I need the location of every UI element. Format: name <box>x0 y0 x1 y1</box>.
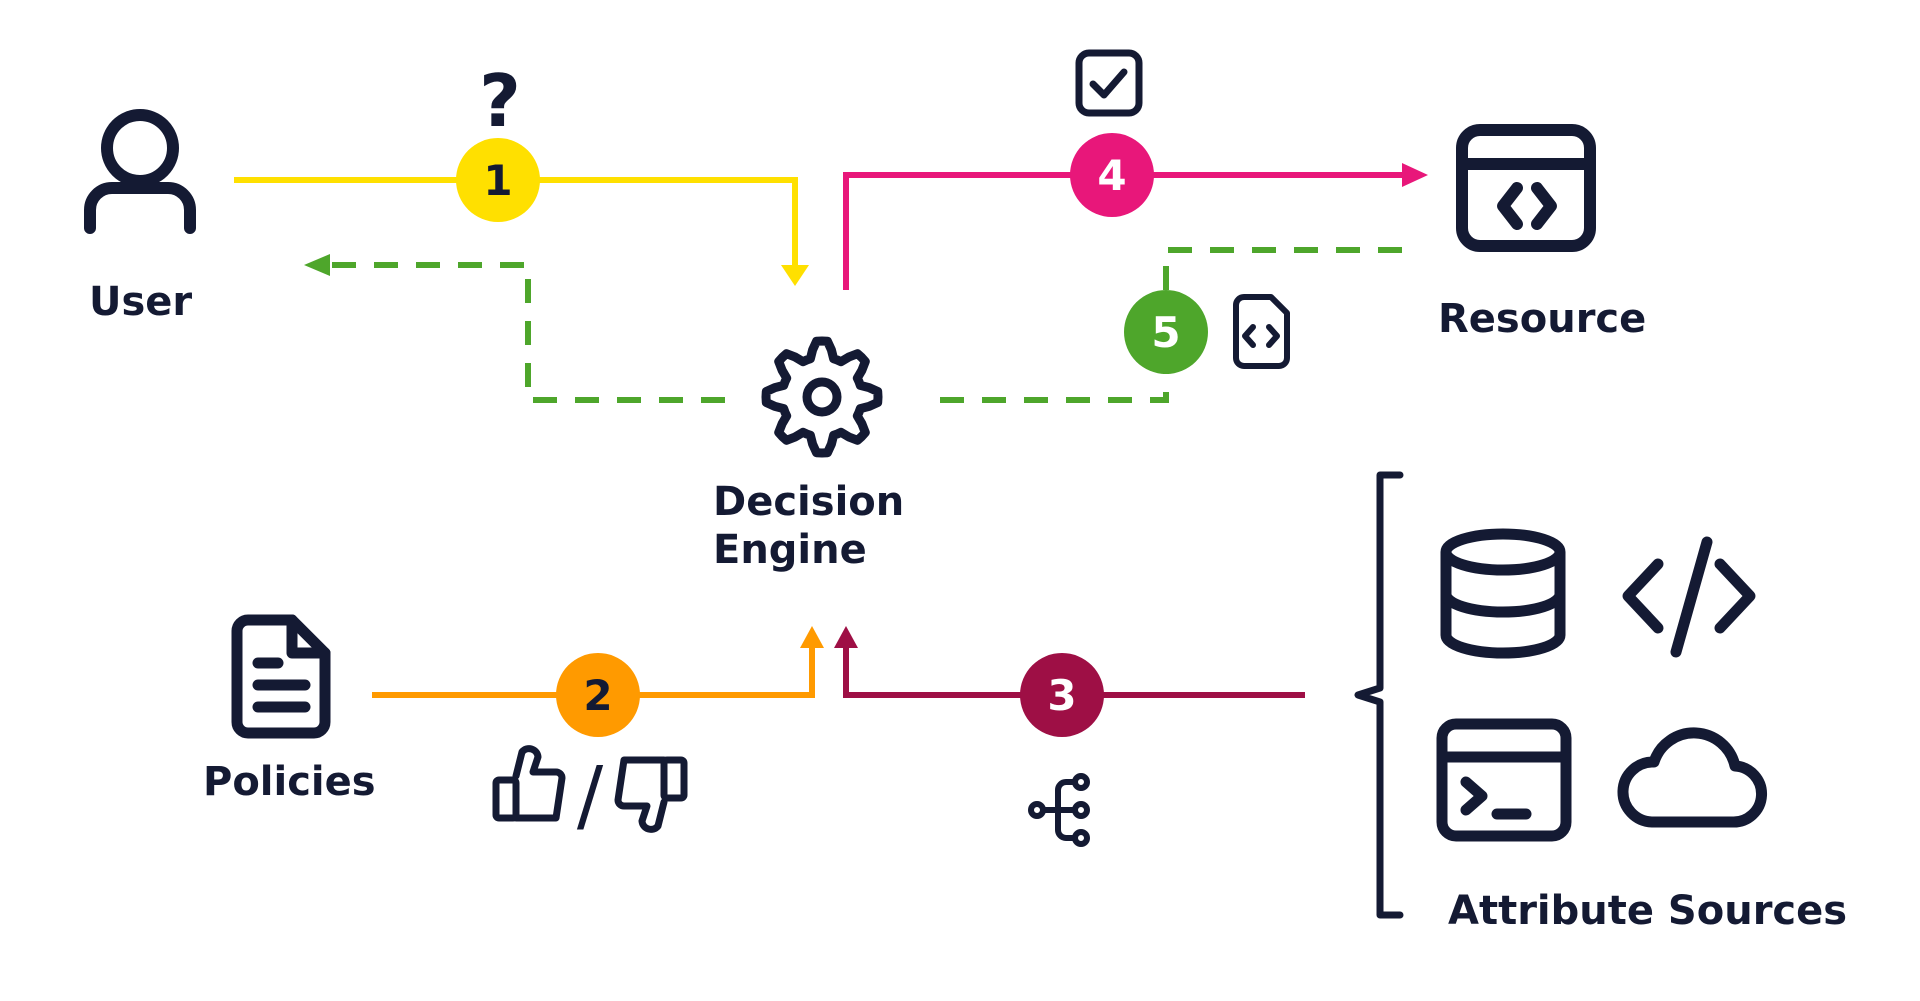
step-badge-3: 3 <box>1020 653 1104 737</box>
policy-connector <box>372 626 824 698</box>
attribute-sources-label: Attribute Sources <box>1448 888 1848 934</box>
database-icon <box>1440 528 1566 659</box>
allow-connector <box>843 163 1428 290</box>
resource-label: Resource <box>1438 296 1647 342</box>
gear-icon <box>761 336 883 458</box>
checkbox-icon <box>1075 49 1143 117</box>
user-label: User <box>89 279 193 325</box>
terminal-window-icon <box>1436 718 1572 842</box>
policies-label: Policies <box>203 759 376 805</box>
vote-separator: / <box>577 751 604 841</box>
step-number-2: 2 <box>583 671 612 720</box>
step-number-4: 4 <box>1097 151 1126 200</box>
resource-window-icon <box>1456 124 1596 252</box>
decision-engine-label-line2: Engine <box>713 527 867 573</box>
branch-icon <box>1028 773 1090 847</box>
step-badge-2: 2 <box>556 653 640 737</box>
thumbs-up-icon <box>492 745 566 822</box>
sources-bracket <box>1354 471 1404 919</box>
question-icon: ? <box>479 59 521 143</box>
step-number-1: 1 <box>483 156 512 205</box>
user-icon <box>84 109 196 234</box>
step-number-3: 3 <box>1047 671 1076 720</box>
decision-engine-label-line1: Decision <box>713 479 905 525</box>
request-connector <box>234 177 809 286</box>
step-badge-5: 5 <box>1124 290 1208 374</box>
code-file-icon <box>1233 294 1290 369</box>
code-tags-icon <box>1622 536 1756 658</box>
step-badge-4: 4 <box>1070 133 1154 217</box>
attribute-connector <box>834 626 1305 698</box>
cloud-icon <box>1617 727 1767 828</box>
step-badge-1: 1 <box>456 138 540 222</box>
policy-document-icon <box>231 614 331 739</box>
thumbs-down-icon <box>614 756 688 833</box>
step-number-5: 5 <box>1151 308 1180 357</box>
